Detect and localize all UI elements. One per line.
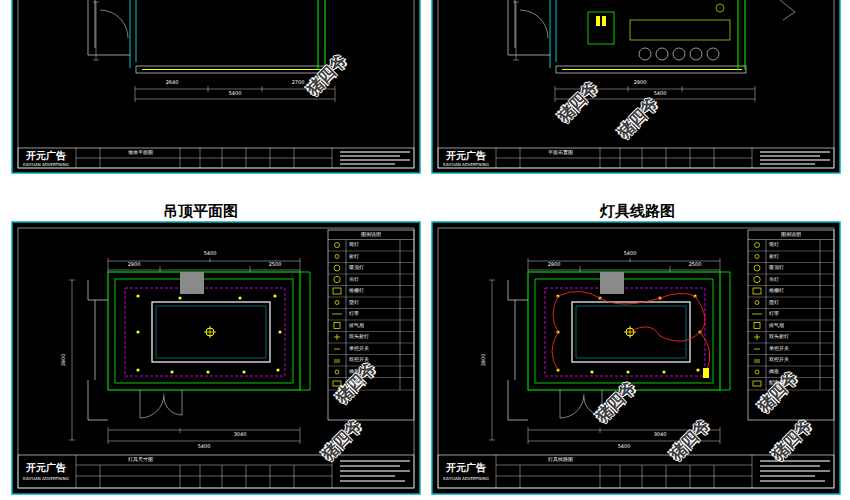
legend-header: 图例说明 — [360, 232, 382, 238]
company-name: KAIYUAN ADVERTISING — [442, 477, 490, 481]
dimension-text: 2500 — [688, 262, 703, 268]
company-name: KAIYUAN ADVERTISING — [22, 163, 70, 167]
legend-entry: 配电箱 — [769, 380, 784, 386]
watermark: 猪四爷 — [319, 417, 365, 463]
dimension-text: 2900 — [547, 262, 562, 268]
legend-entry: 插座 — [769, 369, 779, 375]
legend-entry: 吊灯 — [349, 277, 359, 283]
watermark: 猪四爷 — [667, 417, 713, 463]
wiring — [552, 291, 710, 372]
legend-entry: 单控开关 — [349, 346, 369, 352]
company-logo: 开元广告 — [26, 462, 66, 473]
dimension-text: 3900 — [481, 353, 487, 368]
dimension-text: 3900 — [61, 353, 67, 368]
company-logo: 开元广告 — [446, 462, 486, 473]
legend-entry: 格栅灯 — [769, 288, 784, 294]
dimension-text: 5400 — [228, 91, 243, 97]
drawing-name: 墙体平面图 — [127, 150, 154, 156]
legend-entry: 壁灯 — [769, 300, 779, 306]
panel-title: 灯具线路图 — [600, 203, 675, 220]
drawing-name: 灯具尺寸图 — [127, 457, 154, 463]
legend-entry: 吊灯 — [769, 277, 779, 283]
legend-entry: 射灯 — [769, 254, 779, 260]
drawing-name: 平面布置图 — [547, 150, 574, 156]
legend-entry: 双控开关 — [349, 357, 369, 363]
watermark: 猪四爷 — [755, 369, 801, 415]
dimension-text: 2500 — [268, 262, 283, 268]
legend-entry: 射灯 — [349, 254, 359, 260]
dimension-text: 2900 — [127, 262, 142, 268]
panel-title: 吊顶平面图 — [163, 203, 238, 220]
legend-entry: 双控开关 — [769, 357, 789, 363]
legend-header: 图例说明 — [780, 232, 802, 238]
legend-entry: 灯带 — [349, 311, 359, 317]
legend-entry: 排气扇 — [769, 323, 784, 329]
legend-entry: 吸顶灯 — [769, 265, 784, 271]
legend-entry: 双头射灯 — [349, 334, 369, 340]
furniture — [588, 0, 795, 60]
watermark: 猪四爷 — [304, 52, 350, 98]
legend-entry: 双头射灯 — [769, 334, 789, 340]
legend-entry: 单控开关 — [769, 346, 789, 352]
watermark: 猪四爷 — [769, 417, 815, 463]
legend-entry: 筒灯 — [769, 242, 779, 248]
legend-entry: 灯带 — [769, 311, 779, 317]
legend-entry: 格栅灯 — [349, 288, 364, 294]
dimension-text: 5400 — [623, 251, 638, 257]
dimension-text: 5400 — [197, 444, 212, 450]
watermark: 猪四爷 — [555, 79, 601, 125]
dimension-text: 5400 — [203, 251, 218, 257]
company-logo: 开元广告 — [26, 150, 66, 161]
legend-entry: 筒灯 — [349, 242, 359, 248]
legend-entry: 壁灯 — [349, 300, 359, 306]
company-name: KAIYUAN ADVERTISING — [442, 163, 490, 167]
dimension-text: 3040 — [653, 432, 668, 438]
dimension-text: 3040 — [233, 432, 248, 438]
company-logo: 开元广告 — [446, 150, 486, 161]
legend-entry: 吸顶灯 — [349, 265, 364, 271]
dimension-text: 5400 — [653, 91, 668, 97]
watermark: 猪四爷 — [593, 379, 639, 425]
legend-entry: 插座 — [349, 369, 359, 375]
dimension-text: 2640 — [165, 80, 180, 86]
company-name: KAIYUAN ADVERTISING — [22, 477, 70, 481]
dimension-text: 2900 — [633, 80, 648, 86]
watermark: 猪四爷 — [615, 95, 661, 141]
dimension-text: 5400 — [617, 444, 632, 450]
drawing-name: 灯具线路图 — [547, 457, 574, 463]
legend-entry: 配电箱 — [349, 380, 364, 386]
legend-entry: 排气扇 — [349, 323, 364, 329]
